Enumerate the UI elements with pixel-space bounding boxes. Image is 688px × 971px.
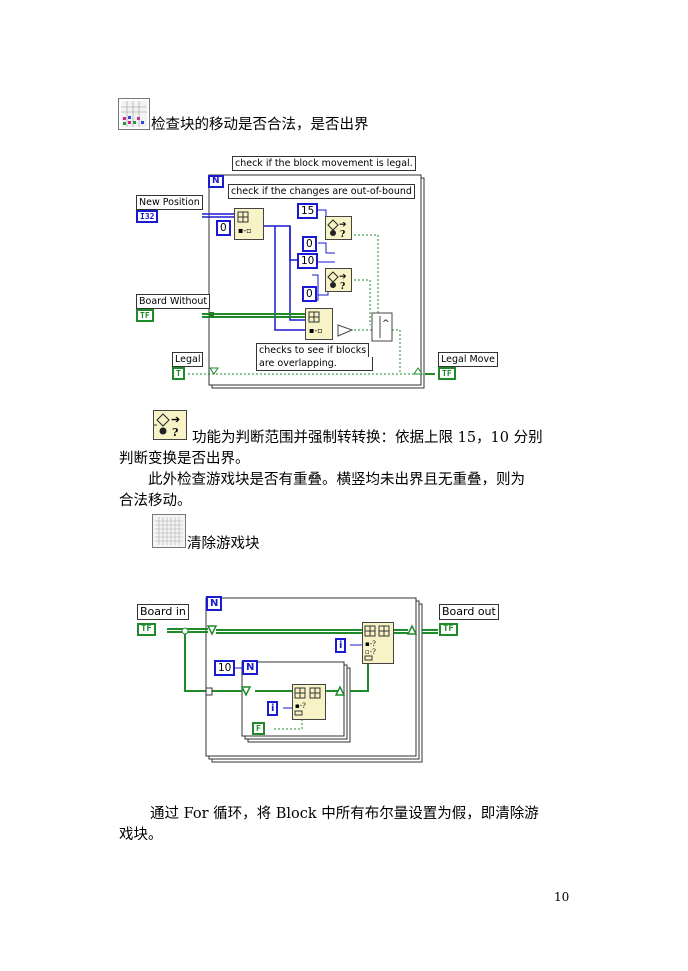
lattice-grid-vi-icon (118, 98, 150, 130)
comment-overlap-2: are overlapping. (256, 357, 373, 371)
replace-array-subset-outer: ▪-?▫-? (362, 622, 394, 664)
false-constant: F (252, 722, 265, 735)
legal-label: Legal (172, 352, 204, 367)
new-position-label: New Position (136, 195, 203, 210)
replace-array-subset-inner: ▪-? (292, 684, 326, 720)
svg-text:▪-▫: ▪-▫ (238, 226, 252, 235)
svg-text:?: ? (340, 230, 345, 239)
svg-text:▪-▫: ▪-▫ (309, 326, 323, 335)
board-in-label: Board in (137, 604, 189, 620)
board-out-label: Board out (439, 604, 499, 620)
lattice-grid-graphic (121, 101, 147, 127)
svg-text:?: ? (340, 282, 345, 291)
svg-text:➔: ➔ (171, 413, 180, 426)
inner-loop-count: N (242, 660, 259, 675)
section1-heading: 检查块的移动是否合法，是否出界 (151, 117, 369, 133)
para-for-line2: 戏块。 (119, 827, 163, 843)
in-range-coerce-icon: ➔? (153, 410, 187, 440)
outer-loop-count: N (206, 596, 223, 611)
legal-move-terminal: TF (438, 367, 456, 380)
const-zero-c: 0 (302, 286, 317, 302)
blank-grid-vi-icon (152, 514, 186, 548)
svg-text:▪-?: ▪-? (295, 702, 306, 710)
para-range-line1: 功能为判断范围并强制转转换：依据上限 15，10 分别 (192, 430, 543, 446)
svg-text:➔: ➔ (339, 220, 347, 230)
board-without-terminal: TF (136, 309, 154, 322)
section2-heading: 清除游戏块 (187, 536, 260, 552)
array-subset-node-2: ▪-▫ (305, 308, 333, 340)
para-range-line3: 此外检查游戏块是否有重叠。横竖均未出界且无重叠，则为 (148, 472, 525, 488)
clear-block-diagram: N 10 N i i F Board in TF Board out TF ▪-… (130, 590, 530, 770)
legal-terminal: T (172, 367, 185, 380)
array-subset-node: ▪-▫ (234, 208, 264, 240)
blank-grid-graphic (155, 517, 183, 545)
comment-overlap-1: checks to see if blocks (256, 343, 370, 357)
board-in-terminal: TF (137, 623, 156, 636)
in-range-coerce-node-1: ➔? (325, 216, 352, 240)
comment-movement-legal: check if the block movement is legal. (232, 156, 416, 171)
const-ten: 10 (297, 253, 319, 269)
svg-text:?: ? (172, 426, 178, 439)
svg-text:^: ^ (382, 319, 390, 329)
const-zero: 0 (216, 220, 231, 236)
svg-text:➔: ➔ (339, 272, 347, 282)
page-number: 10 (554, 890, 570, 904)
const-fifteen: 15 (297, 203, 319, 219)
legality-check-diagram: ^ check if the block movement is legal. … (130, 150, 560, 395)
inner-count-const: 10 (214, 660, 236, 676)
board-out-terminal: TF (439, 623, 458, 636)
svg-text:▪-?: ▪-? (365, 640, 376, 648)
comment-out-of-bound: check if the changes are out-of-bound (228, 184, 415, 199)
outer-loop-index: i (335, 638, 347, 653)
legal-move-label: Legal Move (438, 352, 498, 367)
loop-count-terminal: N (208, 175, 224, 188)
const-zero-b: 0 (302, 236, 317, 252)
in-range-coerce-node-2: ➔? (325, 268, 352, 292)
para-range-line4: 合法移动。 (119, 493, 192, 509)
para-for-line1: 通过 For 循环，将 Block 中所有布尔量设置为假，即清除游 (150, 806, 539, 822)
new-position-terminal: I32 (136, 210, 159, 223)
para-range-line2: 判断变换是否出界。 (119, 451, 250, 467)
inner-loop-index: i (267, 701, 279, 716)
board-without-label: Board Without (136, 294, 211, 309)
svg-text:▫-?: ▫-? (365, 648, 376, 656)
